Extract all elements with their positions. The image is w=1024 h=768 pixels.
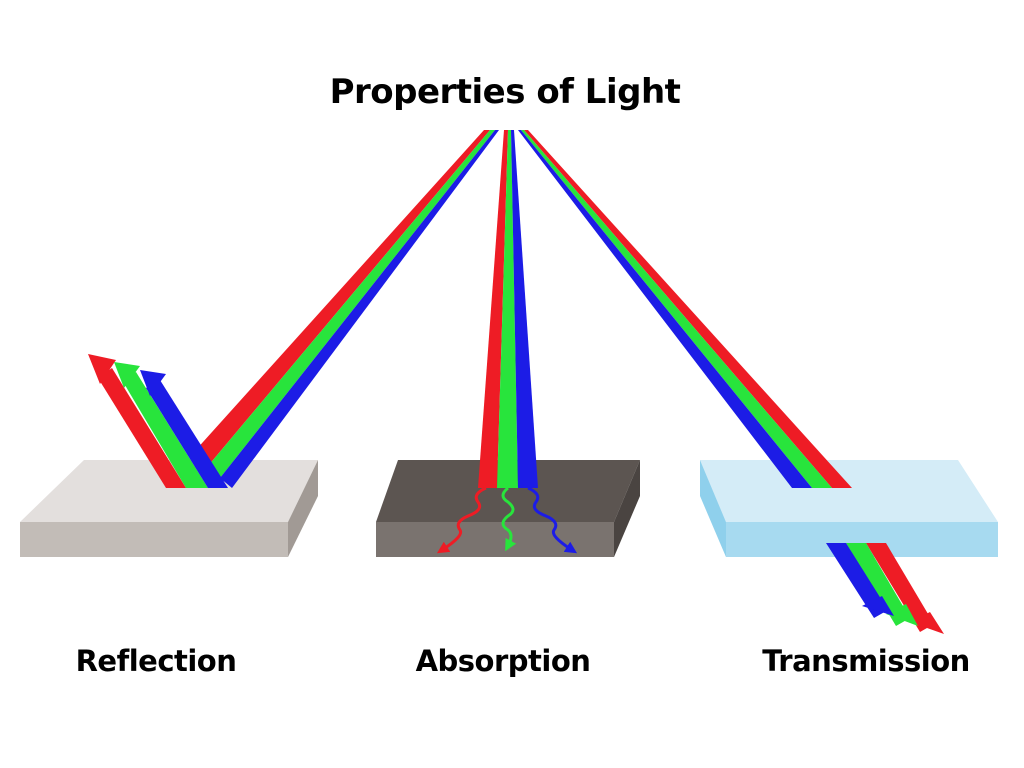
absorption-label: Absorption bbox=[415, 644, 591, 678]
transmission-beam bbox=[518, 130, 944, 634]
diagram-title: Properties of Light bbox=[329, 72, 681, 112]
reflection-label: Reflection bbox=[75, 644, 237, 678]
reflection-incident-beam bbox=[194, 130, 499, 488]
absorption-incident-beam bbox=[478, 130, 538, 488]
reflection-surface bbox=[20, 460, 318, 557]
absorption-surface bbox=[376, 460, 640, 557]
transmission-label: Transmission bbox=[762, 644, 970, 678]
absorption-heat-arrows bbox=[436, 486, 578, 554]
reflection-reflected-beam bbox=[88, 354, 228, 488]
transmission-surface bbox=[700, 460, 998, 557]
